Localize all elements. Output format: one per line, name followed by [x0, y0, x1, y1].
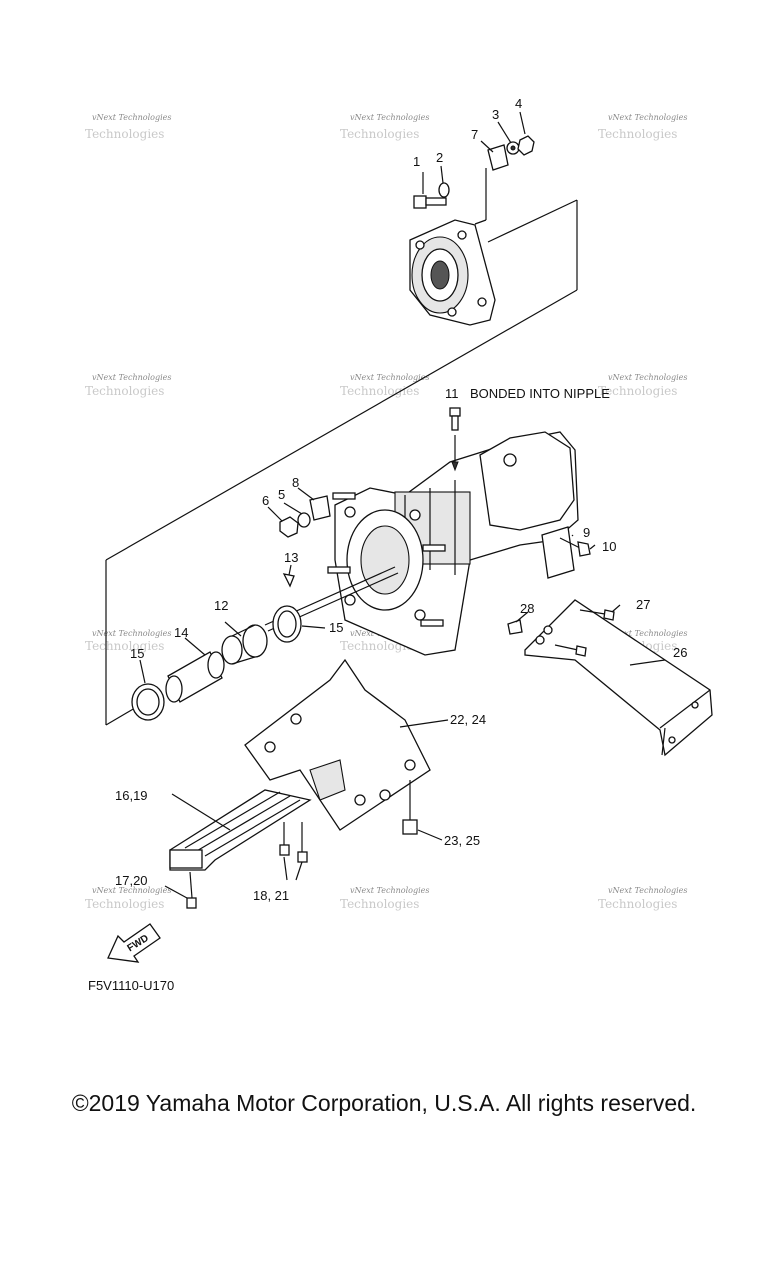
callout-9: 9: [583, 525, 590, 540]
copyright-notice: ©2019 Yamaha Motor Corporation, U.S.A. A…: [71, 1090, 697, 1116]
washer-5: [297, 512, 311, 528]
screws-18-21: [279, 822, 308, 881]
note-bonded-into-nipple: BONDED INTO NIPPLE: [470, 386, 610, 401]
svg-text:Technologies: Technologies: [340, 384, 419, 398]
nut-4: [517, 135, 535, 156]
callout-18-21: 18, 21: [253, 888, 289, 903]
washer-2: [438, 182, 450, 198]
watermark: vNext Technologies: [350, 113, 429, 122]
callout-16-19: 16,19: [115, 788, 148, 803]
clip-28: [507, 619, 523, 635]
svg-text:Technologies: Technologies: [340, 897, 419, 911]
callout-11: 11: [445, 386, 459, 401]
callout-23-25: 23, 25: [444, 833, 480, 848]
watermark: vNext Technologies: [350, 373, 429, 382]
watermark: vNext Technologies: [92, 629, 171, 638]
callout-26: 26: [673, 645, 687, 660]
screws-27: [554, 604, 621, 657]
callout-2: 2: [436, 150, 443, 165]
watermark: vNext Technologies: [92, 113, 171, 122]
callout-5: 5: [278, 487, 285, 502]
plate-7: [487, 144, 509, 171]
callout-12: 12: [214, 598, 228, 613]
callout-3: 3: [492, 107, 499, 122]
callout-27: 27: [636, 597, 650, 612]
hose-clamp-15: [272, 605, 326, 643]
watermarks: Technologies vNext Technologies Technolo…: [85, 113, 687, 911]
svg-text:Technologies: Technologies: [598, 897, 677, 911]
parts-diagram: Technologies vNext Technologies Technolo…: [85, 96, 713, 993]
callout-13: 13: [284, 550, 298, 565]
bolt-1: [413, 195, 447, 209]
callout-1: 1: [413, 154, 420, 169]
callout-15b: 15: [130, 646, 144, 661]
watermark: vNext Technologies: [608, 629, 687, 638]
pad-9: [541, 526, 575, 579]
watermark: vNext Technologies: [92, 886, 171, 895]
callout-17-20: 17,20: [115, 873, 148, 888]
callout-15a: 15: [329, 620, 343, 635]
nipple-fitting-11: [449, 407, 461, 472]
diagram-code: F5V1110-U170: [88, 978, 174, 993]
svg-text:Technologies: Technologies: [85, 639, 164, 653]
callout-8: 8: [292, 475, 299, 490]
panel-26: [524, 599, 713, 757]
bolt-10: [559, 537, 591, 557]
screw-13: [282, 564, 295, 588]
svg-text:Technologies: Technologies: [85, 897, 164, 911]
intake-grate-16-19: [169, 789, 312, 871]
plate-8: [309, 495, 331, 521]
nut-6: [279, 516, 299, 538]
svg-text:Technologies: Technologies: [598, 384, 677, 398]
callout-14: 14: [174, 625, 188, 640]
callout-6: 6: [262, 493, 269, 508]
watermark: vNext Technologies: [608, 113, 687, 122]
jet-pump-housing: [327, 431, 579, 656]
watermark: vNext Technologies: [92, 373, 171, 382]
sleeve-12: [221, 621, 268, 665]
callout-22-24: 22, 24: [450, 712, 486, 727]
svg-text:Technologies: Technologies: [85, 127, 164, 141]
watermark: vNext Technologies: [608, 373, 687, 382]
callout-7: 7: [471, 127, 478, 142]
watermark: vNext Technologies: [350, 886, 429, 895]
callout-10: 10: [602, 539, 616, 554]
bearing-housing: [409, 219, 496, 326]
forward-arrow: FWD: [107, 923, 161, 963]
hose-14: [165, 637, 225, 703]
callout-28: 28: [520, 601, 534, 616]
svg-text:Technologies: Technologies: [340, 127, 419, 141]
hose-clamp-15: [131, 659, 165, 721]
svg-text:Technologies: Technologies: [85, 384, 164, 398]
ride-plate-22-24: [244, 658, 449, 831]
svg-text:Technologies: Technologies: [598, 127, 677, 141]
watermark: vNext Technologies: [608, 886, 687, 895]
screw-17-20: [164, 871, 197, 909]
callout-4: 4: [515, 96, 522, 111]
bolt-23-25: [402, 780, 443, 841]
